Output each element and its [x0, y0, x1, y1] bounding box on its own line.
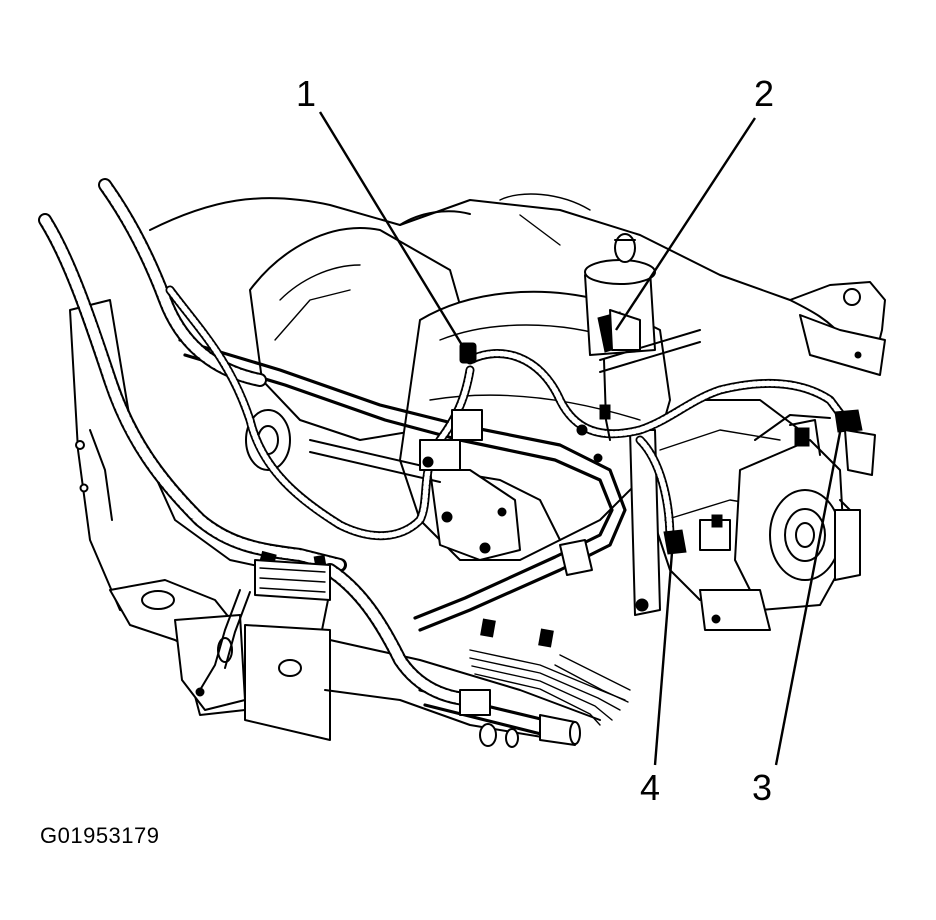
- callout-4: 4: [640, 767, 660, 808]
- leader-line-3: [774, 421, 844, 766]
- leader-line-2: [614, 117, 757, 331]
- connector-1: [419, 342, 483, 471]
- leader-line-4: [653, 539, 675, 766]
- callout-1: 1: [296, 73, 316, 114]
- callout-labels: 1 2 3 4: [296, 73, 774, 808]
- callout-3: 3: [752, 767, 772, 808]
- connectors: [419, 309, 876, 555]
- figure-id-label: G01953179: [40, 823, 160, 848]
- callout-2: 2: [754, 73, 774, 114]
- leader-line-1: [318, 111, 467, 351]
- main-harness: [38, 178, 850, 726]
- cooler-lines: [178, 338, 627, 632]
- leader-lines: [318, 111, 844, 766]
- connector-4: [663, 514, 731, 555]
